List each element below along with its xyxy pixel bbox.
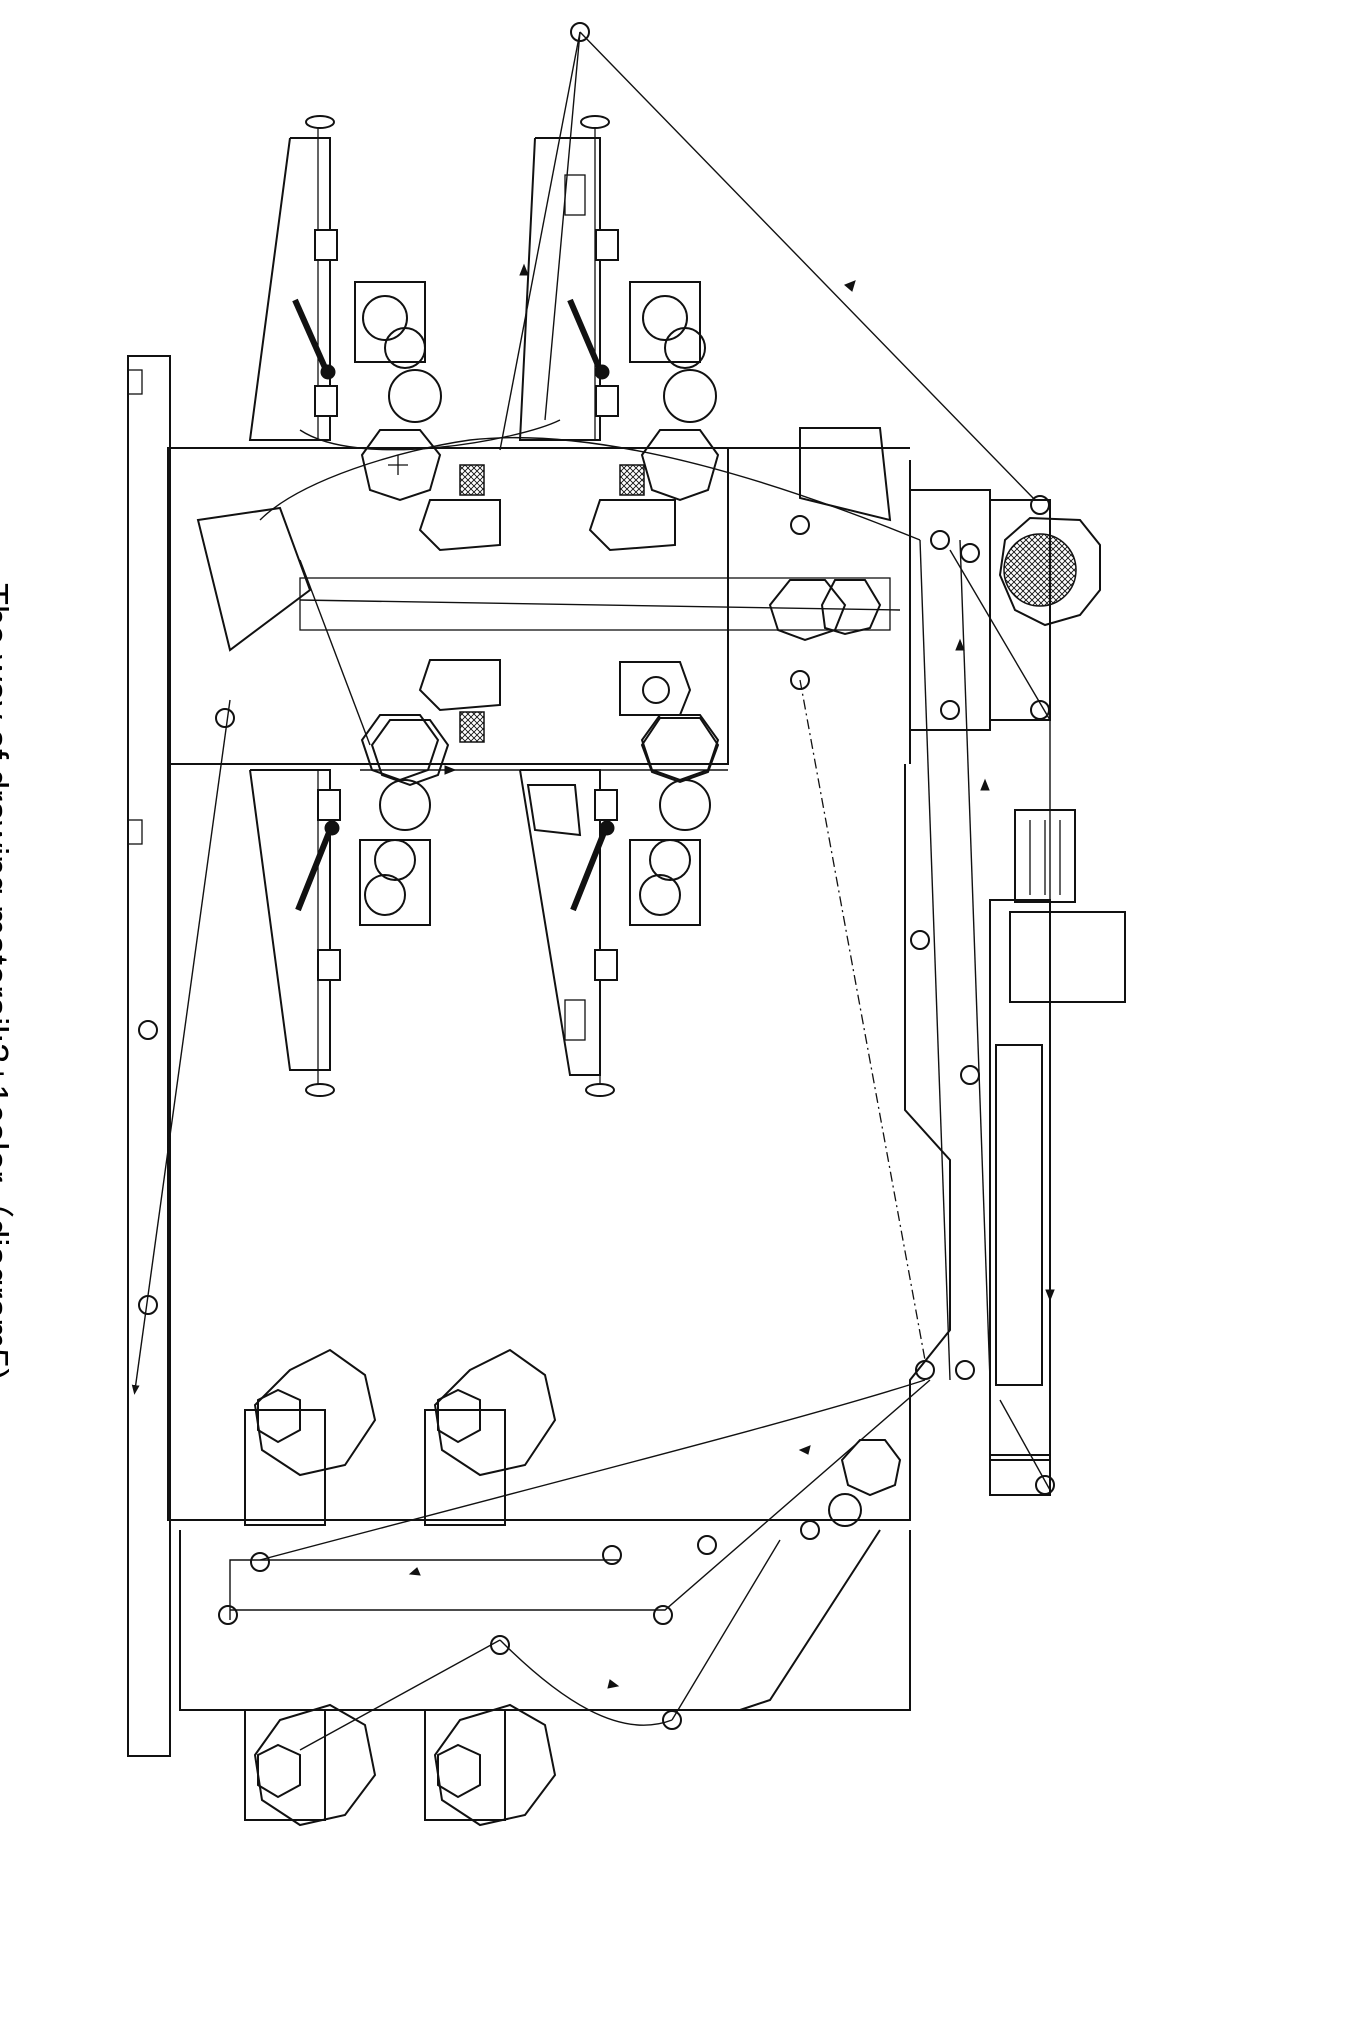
main-frame bbox=[127, 355, 1051, 1757]
guide-roller-icon bbox=[138, 22, 1055, 1730]
drive-motor-icon bbox=[1009, 809, 1126, 1003]
upper-print-unit-right bbox=[518, 115, 892, 522]
web-path bbox=[131, 31, 1051, 1751]
beam-slot bbox=[127, 819, 143, 845]
web-path-drawing bbox=[127, 22, 1126, 1827]
lower-frame bbox=[167, 764, 951, 1521]
print-body-parts bbox=[196, 464, 882, 787]
unwind-reel-icon bbox=[244, 1348, 557, 1526]
diagram-caption: The way of drawing materail:3+1color（dia… bbox=[0, 583, 16, 1381]
right-plate bbox=[909, 489, 991, 731]
rewind-reel-icon bbox=[998, 516, 1101, 627]
beam-slot bbox=[127, 369, 143, 395]
web-path-arrow-icon bbox=[408, 263, 1055, 1689]
lower-print-unit-right bbox=[519, 714, 720, 1097]
lower-print-unit-left bbox=[249, 714, 440, 1097]
unwind-reel-lower bbox=[244, 1703, 557, 1827]
print-body bbox=[167, 447, 729, 765]
upper-print-unit-left bbox=[248, 115, 442, 502]
left-beam bbox=[127, 355, 171, 1757]
machine-diagram: The way of drawing materail:3+1color（dia… bbox=[0, 22, 1126, 1827]
tension-rollers bbox=[828, 1439, 902, 1527]
